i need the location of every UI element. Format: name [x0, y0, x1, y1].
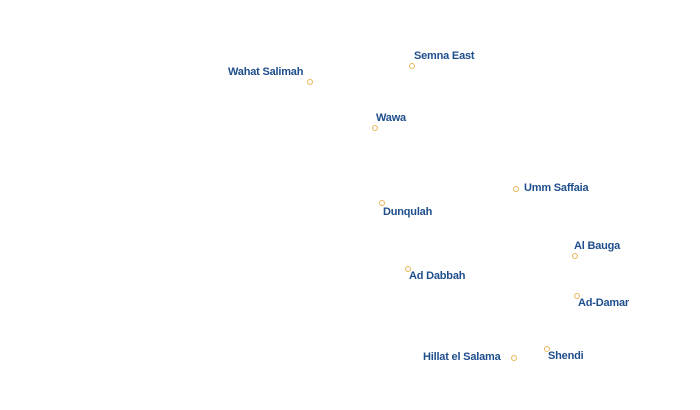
place-label: Ad-Damar	[578, 297, 629, 309]
place-label: Umm Saffaia	[524, 182, 589, 194]
place-marker[interactable]	[574, 293, 580, 299]
place-label: Shendi	[548, 350, 584, 362]
place-marker[interactable]	[513, 186, 519, 192]
place-marker[interactable]	[379, 200, 385, 206]
place-marker[interactable]	[405, 266, 411, 272]
place-marker[interactable]	[372, 125, 378, 131]
place-label: Ad Dabbah	[409, 270, 466, 282]
place-label: Hillat el Salama	[423, 351, 501, 363]
place-label: Wawa	[376, 112, 406, 124]
place-label: Semna East	[414, 50, 475, 62]
place-marker[interactable]	[572, 253, 578, 259]
place-label: Al Bauga	[574, 240, 621, 252]
place-marker[interactable]	[511, 355, 517, 361]
place-label: Dunqulah	[383, 206, 433, 218]
place-marker[interactable]	[409, 63, 415, 69]
place-label: Wahat Salimah	[228, 66, 304, 78]
place-marker[interactable]	[307, 79, 313, 85]
place-marker[interactable]	[544, 346, 550, 352]
